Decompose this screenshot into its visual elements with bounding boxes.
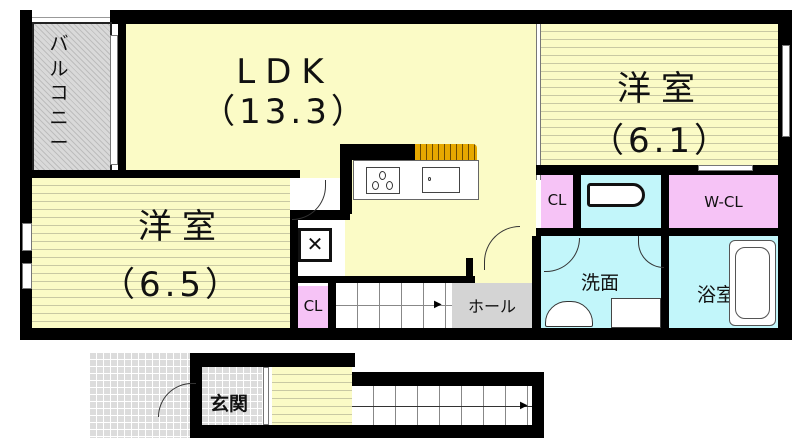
balcony-window bbox=[110, 35, 118, 165]
hall: ホール bbox=[452, 283, 532, 328]
balcony-label: バルコニー bbox=[49, 33, 69, 154]
balcony-wall-left bbox=[20, 10, 32, 170]
stove-icon bbox=[366, 167, 400, 194]
entrance-step bbox=[272, 367, 352, 425]
wall-hall-wash bbox=[532, 236, 541, 328]
stair-wall-right bbox=[532, 372, 544, 438]
entrance-floor: 玄関 bbox=[202, 367, 262, 425]
left-room-window-2 bbox=[22, 263, 32, 289]
balcony: バルコニー bbox=[32, 22, 112, 172]
counter-bar bbox=[415, 144, 477, 160]
wall-left-room-right bbox=[290, 210, 298, 328]
entrance-wall-top bbox=[190, 353, 355, 367]
hall-partition bbox=[466, 258, 473, 284]
kitchen-side-wall bbox=[340, 144, 352, 214]
vent-wall bbox=[290, 210, 350, 220]
kitchen-counter bbox=[353, 160, 479, 200]
closet-lower-label: CL bbox=[303, 297, 323, 315]
western-room-left-size: （6.5） bbox=[100, 265, 244, 305]
upper-floor: バルコニー LDK （13.3） ✕ 洋室 （6.1） CL bbox=[20, 10, 792, 340]
washer-space bbox=[611, 298, 661, 328]
wall-wet-mid bbox=[536, 228, 792, 236]
outer-wall-bottom bbox=[20, 328, 792, 340]
walk-in-closet-label: W-CL bbox=[704, 193, 743, 211]
closet-lower[interactable]: CL bbox=[298, 286, 328, 328]
bathroom: 浴室 bbox=[669, 236, 778, 328]
closet-upper-label: CL bbox=[547, 191, 567, 209]
wall-cl-stairs bbox=[328, 283, 336, 328]
outer-wall-top bbox=[110, 10, 792, 24]
wall-right-room-bottom bbox=[536, 165, 792, 175]
stair-wall-top bbox=[352, 372, 544, 386]
ldk-label: LDK bbox=[236, 52, 334, 92]
shoe-cabinet bbox=[263, 367, 269, 425]
ldk-size: （13.3） bbox=[201, 92, 369, 132]
stair-wall bbox=[290, 276, 475, 283]
ldk-wall-left bbox=[118, 10, 126, 182]
outer-wall-left bbox=[20, 165, 32, 340]
refrigerator-icon: ✕ bbox=[298, 228, 332, 262]
lower-wall-bottom bbox=[190, 425, 544, 438]
wall-toilet-wcl bbox=[661, 175, 669, 330]
closet-upper[interactable]: CL bbox=[541, 175, 573, 230]
bathroom-label: 浴室 bbox=[696, 284, 735, 306]
staircase-lower: ▶ bbox=[352, 386, 532, 425]
wall-cl-toilet bbox=[573, 175, 581, 235]
wall-ldk-right bbox=[536, 24, 541, 180]
western-room-right-size: （6.1） bbox=[589, 121, 733, 161]
bathtub-icon bbox=[729, 240, 776, 326]
entrance-porch bbox=[90, 353, 192, 438]
wall-ldk-left-room bbox=[32, 170, 300, 178]
western-room-right: 洋室 （6.1） bbox=[541, 24, 778, 178]
walk-in-closet[interactable]: W-CL bbox=[669, 175, 778, 230]
washroom-label: 洗面 bbox=[580, 272, 619, 294]
sink-icon bbox=[422, 167, 460, 193]
staircase-upper: ▶ bbox=[336, 283, 452, 328]
kitchen-wall bbox=[340, 144, 415, 160]
right-room-window bbox=[782, 45, 790, 137]
toilet-room bbox=[581, 175, 661, 230]
western-room-left-label: 洋室 bbox=[138, 207, 226, 247]
stairs-lower-arrow-icon: ▶ bbox=[520, 400, 528, 411]
washbasin-icon bbox=[545, 301, 593, 327]
balcony-frame bbox=[32, 10, 110, 18]
hall-label: ホール bbox=[467, 297, 516, 316]
western-room-left: 洋室 （6.5） bbox=[32, 178, 290, 328]
entrance-label: 玄関 bbox=[209, 393, 248, 415]
toilet-icon bbox=[587, 183, 645, 207]
left-room-window-1 bbox=[22, 223, 32, 251]
western-room-right-label: 洋室 bbox=[617, 69, 705, 109]
wcl-door bbox=[698, 165, 753, 171]
stairs-arrow-icon: ▶ bbox=[434, 299, 442, 310]
